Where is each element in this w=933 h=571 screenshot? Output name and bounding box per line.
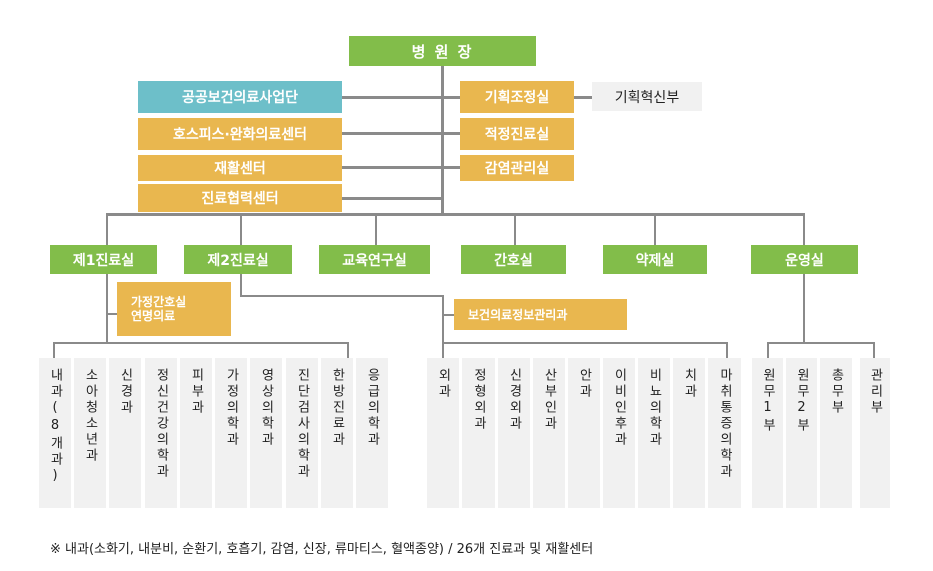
innovation-dept: 기획혁신부 [592, 82, 702, 111]
dept-urology: 비뇨의학과 [638, 358, 670, 508]
division-nursing: 간호실 [461, 245, 566, 274]
dept-admin-1: 원무1부 [752, 358, 783, 508]
division-education: 교육연구실 [319, 245, 430, 274]
div1-sub-connector [106, 313, 118, 315]
div-drop-1 [106, 213, 108, 245]
medical-records-dept: 보건의료정보관리과 [454, 299, 627, 330]
group3-right [873, 342, 875, 358]
left-connector-1 [341, 96, 441, 99]
division-1: 제1진료실 [50, 245, 157, 274]
dept-general-affairs: 총무부 [820, 358, 852, 508]
dept-neurosurgery: 신경외과 [498, 358, 530, 508]
div-drop-2 [240, 213, 242, 245]
dept-neurology: 신경과 [109, 358, 141, 508]
division-pharmacy: 약제실 [603, 245, 707, 274]
dept-family: 가정의학과 [215, 358, 247, 508]
dept-orthopedics: 정형외과 [462, 358, 495, 508]
right-connector-2 [444, 132, 460, 135]
director-box: 병 원 장 [349, 36, 536, 66]
dept-dermatology: 피부과 [180, 358, 212, 508]
dept-obgyn: 산부인과 [533, 358, 565, 508]
group1-left [53, 342, 55, 358]
div-drop-5 [654, 213, 656, 245]
right-connector-1 [444, 96, 460, 99]
group3-bar [767, 342, 875, 344]
dept-ophthalmology: 안과 [568, 358, 600, 508]
div-drop-6 [803, 213, 805, 245]
div1-down [106, 273, 108, 343]
div2-horizontal [240, 295, 444, 297]
home-care-unit: 가정간호실 연명의료 [117, 282, 231, 336]
div2-sub-connector [442, 314, 454, 316]
infection-office: 감염관리실 [460, 155, 574, 181]
div2-down [240, 273, 242, 296]
group1-right [347, 342, 349, 358]
referral-center: 진료협력센터 [138, 184, 342, 212]
life-care-label: 연명의료 [131, 309, 176, 323]
group2-bar [442, 342, 728, 344]
dept-lab: 진단검사의학과 [286, 358, 318, 508]
division-operations: 운영실 [751, 245, 858, 274]
left-connector-3 [341, 166, 441, 169]
dept-korean-med: 한방진료과 [321, 358, 353, 508]
ops-down [803, 273, 805, 343]
dept-psychiatry: 정신건강의학과 [145, 358, 177, 508]
dept-emergency: 응급의학과 [356, 358, 388, 508]
trunk-line [441, 65, 444, 215]
dept-anesthesiology: 마취통증의학과 [708, 358, 741, 508]
left-connector-4 [341, 197, 441, 200]
group3-left [767, 342, 769, 358]
div-drop-4 [514, 213, 516, 245]
dept-pediatrics: 소아청소년과 [74, 358, 106, 508]
division-bar [106, 213, 805, 216]
hospice-center: 호스피스·완화의료센터 [138, 118, 342, 150]
group1-bar [53, 342, 349, 344]
rehab-center: 재활센터 [138, 155, 342, 181]
left-connector-2 [341, 132, 441, 135]
dept-internal: 내과(8개과) [39, 358, 71, 508]
div-drop-3 [375, 213, 377, 245]
public-health-unit: 공공보건의료사업단 [138, 81, 342, 113]
dept-surgery: 외과 [427, 358, 459, 508]
dept-facilities: 관리부 [860, 358, 890, 508]
right-connector-3 [444, 166, 460, 169]
division-2: 제2진료실 [184, 245, 292, 274]
dept-radiology: 영상의학과 [250, 358, 282, 508]
div2-vertical [442, 295, 444, 358]
quality-office: 적정진료실 [460, 118, 574, 150]
home-care-label: 가정간호실 [131, 295, 187, 309]
dept-admin-2: 원무2부 [786, 358, 817, 508]
dept-dental: 치과 [673, 358, 705, 508]
dept-ent: 이비인후과 [603, 358, 635, 508]
planning-office: 기획조정실 [460, 81, 574, 113]
footnote: ※ 내과(소화기, 내분비, 순환기, 호흡기, 감염, 신장, 류마티스, 혈… [50, 542, 594, 557]
group2-right [726, 342, 728, 358]
sub-connector [574, 96, 592, 99]
